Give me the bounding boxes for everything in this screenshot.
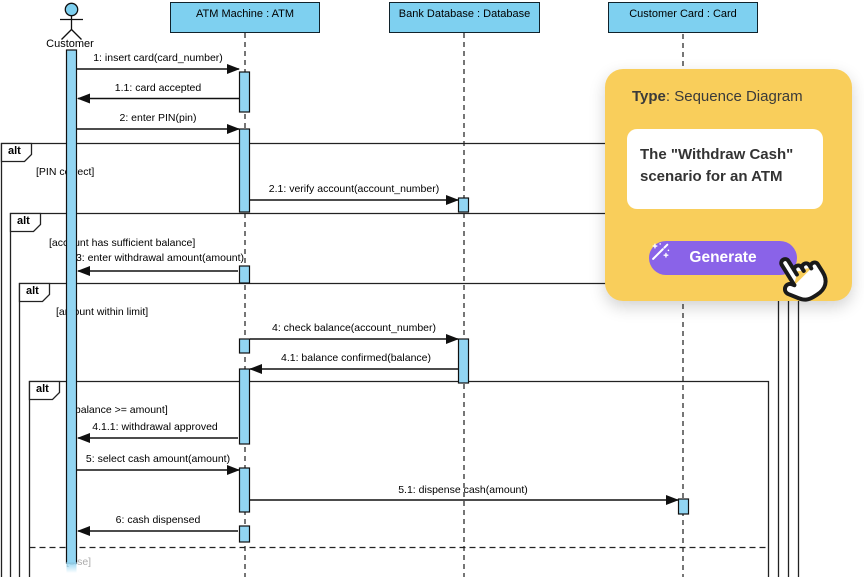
alt-operator-pentagon-3 bbox=[18, 282, 51, 303]
message-check-balance: 4: check balance(account_number) bbox=[271, 322, 437, 334]
message-enter-pin: 2: enter PIN(pin) bbox=[119, 112, 197, 124]
lifeline-head-bank-database: Bank Database : Database bbox=[389, 2, 540, 33]
alt-operator-label-3: alt bbox=[26, 285, 39, 297]
activation-bank-1 bbox=[457, 197, 470, 213]
alt-fragment-3-border bbox=[18, 282, 780, 577]
alt-operator-label-2: alt bbox=[17, 215, 30, 227]
alt-operator-label-4: alt bbox=[36, 383, 49, 395]
message-arrows bbox=[77, 64, 679, 536]
activation-atm-2 bbox=[238, 128, 251, 213]
alt-operator-label-1: alt bbox=[8, 145, 21, 157]
message-withdrawal-approved: 4.1.1: withdrawal approved bbox=[92, 421, 218, 433]
activation-bank-2 bbox=[457, 338, 470, 384]
alt-operator-pentagon-1 bbox=[0, 142, 33, 163]
generate-button[interactable]: Generate bbox=[649, 241, 797, 275]
alt-fragment-2-border bbox=[9, 212, 790, 577]
message-card-accepted: 1.1: card accepted bbox=[114, 82, 202, 94]
activation-atm-4 bbox=[238, 338, 251, 354]
prompt-card: The "Withdraw Cash" scenario for an ATM bbox=[627, 129, 823, 209]
alt-operator-pentagon-4 bbox=[28, 380, 61, 401]
actor-head bbox=[64, 2, 79, 17]
prompt-text: The "Withdraw Cash" scenario for an ATM bbox=[640, 146, 794, 185]
message-balance-confirmed: 4.1: balance confirmed(balance) bbox=[280, 352, 432, 364]
activation-atm-3 bbox=[238, 265, 251, 284]
actor-label-customer: Customer bbox=[46, 38, 94, 50]
type-label: Type bbox=[632, 88, 666, 105]
alt-fragment-4-border bbox=[28, 380, 770, 577]
guard-pin-correct: [PIN correct] bbox=[36, 166, 95, 178]
activation-atm-7 bbox=[238, 525, 251, 543]
message-insert-card: 1: insert card(card_number) bbox=[93, 52, 223, 64]
activation-atm-5 bbox=[238, 368, 251, 445]
message-verify-account: 2.1: verify account(account_number) bbox=[268, 183, 440, 195]
alt-fragment-1-border bbox=[0, 142, 800, 577]
lifeline-head-atm: ATM Machine : ATM bbox=[170, 2, 320, 33]
guard-amount-within-limit: [amount within limit] bbox=[56, 306, 149, 318]
activation-customer bbox=[65, 49, 78, 564]
activation-atm-1 bbox=[238, 71, 251, 113]
lifeline-head-customer-card: Customer Card : Card bbox=[608, 2, 758, 33]
alt-fragments bbox=[0, 142, 800, 577]
magic-wand-icon bbox=[652, 243, 670, 260]
message-select-cash-amount: 5: select cash amount(amount) bbox=[85, 453, 231, 465]
activation-card-1 bbox=[677, 498, 690, 515]
promo-overlay-card: Type: Sequence Diagram The "Withdraw Cas… bbox=[605, 69, 852, 302]
message-dispense-cash: 5.1: dispense cash(amount) bbox=[398, 484, 528, 496]
message-enter-withdrawal-amount: 3: enter withdrawal amount(amount) bbox=[75, 252, 245, 264]
activation-atm-6 bbox=[238, 467, 251, 513]
alt-operator-pentagon-2 bbox=[9, 212, 42, 233]
type-value: : Sequence Diagram bbox=[665, 88, 803, 105]
activation-bars bbox=[65, 49, 690, 564]
guard-balance-ge-amount: [balance >= amount] bbox=[72, 404, 168, 416]
actor-icon bbox=[60, 2, 83, 40]
diagram-type-line: Type: Sequence Diagram bbox=[632, 88, 803, 105]
guard-sufficient-balance: [account has sufficient balance] bbox=[49, 237, 196, 249]
message-cash-dispensed: 6: cash dispensed bbox=[115, 514, 201, 526]
activation-customer-fade bbox=[66, 562, 77, 573]
generate-button-label: Generate bbox=[689, 249, 757, 266]
